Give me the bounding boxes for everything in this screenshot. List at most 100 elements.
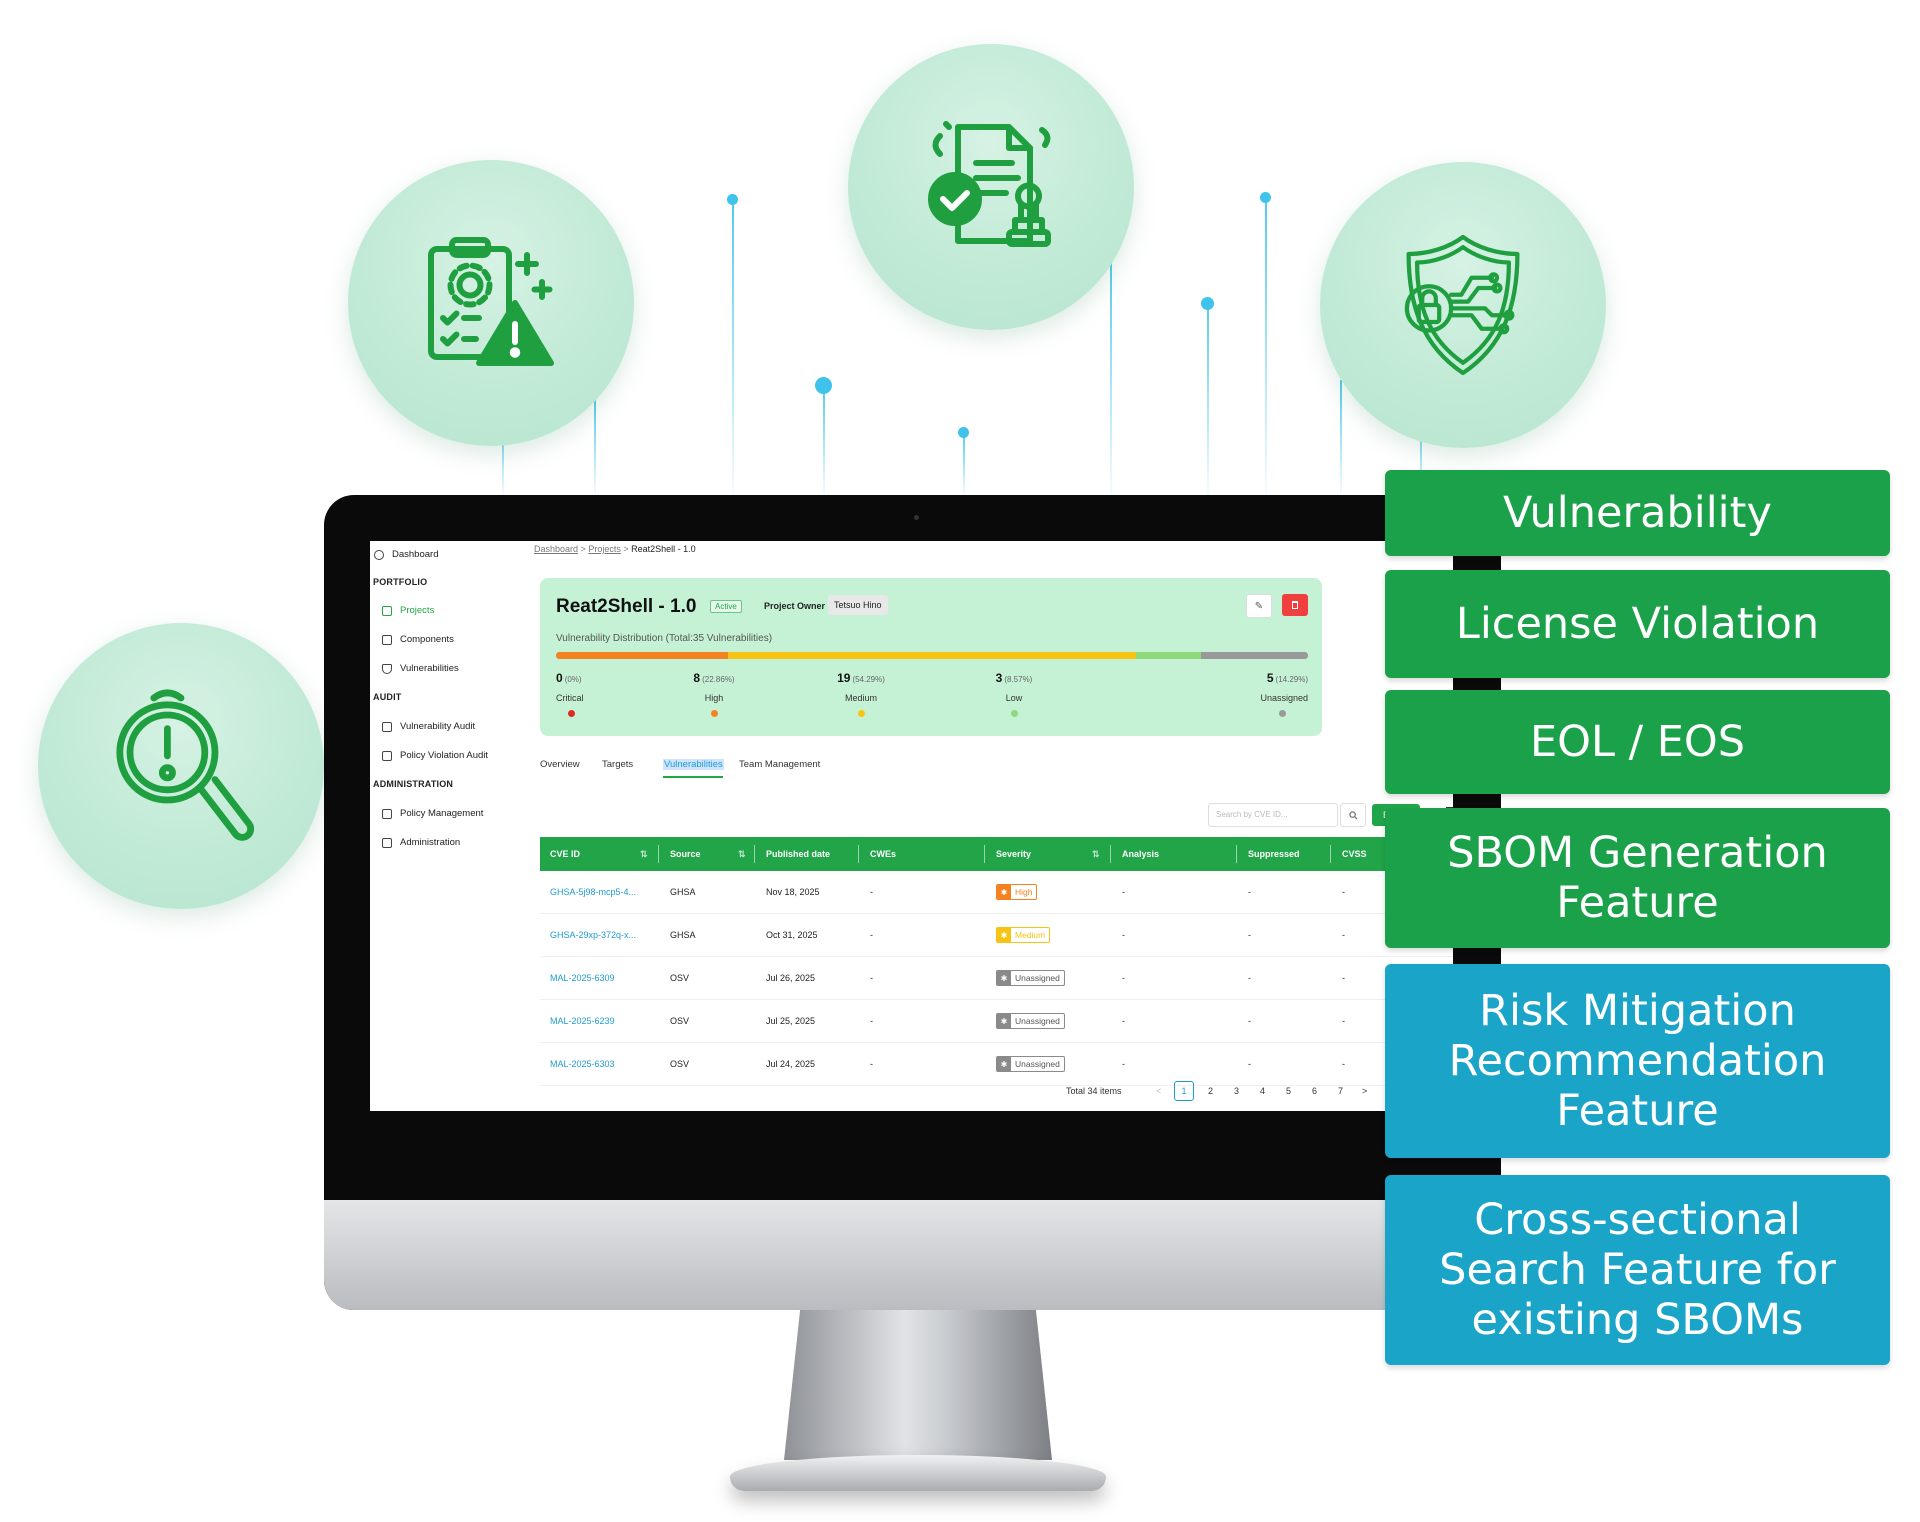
- stat-percent: (0%): [564, 675, 582, 684]
- analysis-cell: -: [1122, 930, 1125, 940]
- app-screen: Dashboard PORTFOLIO Projects Components …: [370, 541, 1460, 1111]
- pagination-total: Total 34 items: [1066, 1086, 1122, 1096]
- stat-critical: 0(0%) Critical: [556, 671, 676, 717]
- sort-icon[interactable]: ⇅: [640, 849, 648, 859]
- bug-icon: ✱: [997, 885, 1011, 899]
- sidebar-item-policy-violation-audit[interactable]: Policy Violation Audit: [382, 750, 488, 761]
- connector-line: [963, 432, 965, 495]
- stat-dot: [710, 710, 718, 717]
- edit-button[interactable]: ✎: [1246, 594, 1272, 618]
- sidebar-item-label: Vulnerability Audit: [400, 721, 476, 732]
- suppressed-cell: -: [1248, 1016, 1251, 1026]
- stat-percent: (14.29%): [1275, 675, 1308, 684]
- connector-dot: [727, 194, 738, 205]
- delete-button[interactable]: [1282, 594, 1308, 616]
- pagination-page[interactable]: 2: [1208, 1086, 1214, 1096]
- sidebar-item-policy-management[interactable]: Policy Management: [382, 808, 483, 819]
- sidebar-item-administration[interactable]: Administration: [382, 837, 460, 848]
- cve-id-link[interactable]: MAL-2025-6309: [550, 973, 615, 983]
- bug-icon: ✱: [997, 1057, 1011, 1071]
- breadcrumb-projects[interactable]: Projects: [588, 544, 621, 554]
- pagination-page[interactable]: 6: [1312, 1086, 1318, 1096]
- shield-lock-circuit-icon: [1404, 234, 1520, 376]
- sort-icon[interactable]: ⇅: [738, 849, 746, 859]
- stat-label: Medium: [844, 693, 877, 703]
- cve-id-link[interactable]: GHSA-29xp-372q-x...: [550, 930, 637, 940]
- cve-id-link[interactable]: GHSA-5j98-mcp5-4...: [550, 887, 637, 897]
- cvss-cell: -: [1342, 1059, 1345, 1069]
- search-icon: [1348, 810, 1358, 820]
- feature-eol-eos: EOL / EOS: [1385, 690, 1890, 794]
- tab-team-management[interactable]: Team Management: [739, 759, 821, 770]
- connector-dot: [1260, 192, 1271, 203]
- sidebar-item-projects[interactable]: Projects: [382, 605, 434, 616]
- connector-dot: [815, 377, 832, 394]
- column-header-cvss[interactable]: CVSS: [1342, 849, 1367, 859]
- stat-label: Critical: [556, 693, 584, 703]
- cve-id-link[interactable]: MAL-2025-6239: [550, 1016, 615, 1026]
- active-tab-indicator: [663, 776, 723, 778]
- pagination-next[interactable]: >: [1362, 1086, 1368, 1096]
- sidebar-item-vulnerabilities[interactable]: Vulnerabilities: [382, 663, 459, 674]
- stat-count: 3: [995, 671, 1003, 685]
- stat-medium: 19(54.29%) Medium: [828, 671, 894, 717]
- sidebar-section-audit: AUDIT: [373, 692, 402, 702]
- tab-vulnerabilities[interactable]: Vulnerabilities: [663, 759, 724, 770]
- sidebar-item-vulnerability-audit[interactable]: Vulnerability Audit: [382, 721, 475, 732]
- source-cell: OSV: [670, 1016, 690, 1026]
- sidebar-item-label: Vulnerabilities: [400, 663, 459, 674]
- pagination-page-current[interactable]: 1: [1174, 1081, 1194, 1101]
- column-header-source[interactable]: Source: [670, 849, 701, 859]
- sidebar-item-label: Administration: [400, 837, 461, 848]
- bug-icon: ✱: [997, 971, 1011, 985]
- stat-percent: (8.57%): [1004, 675, 1033, 684]
- column-header-suppressed[interactable]: Suppressed: [1248, 849, 1300, 859]
- document-stamp-check-icon: [928, 121, 1051, 247]
- source-cell: OSV: [670, 973, 690, 983]
- column-header-cwes[interactable]: CWEs: [870, 849, 897, 859]
- column-header-cve-id[interactable]: CVE ID: [550, 849, 581, 859]
- stat-percent: (22.86%): [702, 675, 735, 684]
- severity-badge: ✱Medium: [996, 927, 1051, 943]
- connector-dot: [958, 427, 969, 438]
- pagination-page[interactable]: 7: [1338, 1086, 1344, 1096]
- stat-label: High: [704, 693, 724, 703]
- severity-label: Unassigned: [1015, 1016, 1060, 1026]
- feature-cross-sectional-search: Cross-sectional Search Feature for exist…: [1385, 1175, 1890, 1365]
- analysis-cell: -: [1122, 1059, 1125, 1069]
- search-input[interactable]: Search by CVE ID...: [1208, 803, 1338, 827]
- breadcrumb-dashboard[interactable]: Dashboard: [534, 544, 579, 554]
- pagination-page[interactable]: 4: [1260, 1086, 1266, 1096]
- breadcrumb-current: Reat2Shell - 1.0: [631, 544, 696, 554]
- column-header-published-date[interactable]: Published date: [766, 849, 831, 859]
- column-header-severity[interactable]: Severity: [996, 849, 1032, 859]
- sidebar: Dashboard PORTFOLIO Projects Components …: [370, 541, 520, 1111]
- sort-icon[interactable]: ⇅: [1092, 849, 1100, 859]
- document-stamp-bubble: [848, 44, 1134, 330]
- tab-targets[interactable]: Targets: [602, 759, 634, 770]
- sidebar-item-dashboard[interactable]: Dashboard: [374, 549, 438, 560]
- source-cell: GHSA: [670, 930, 696, 940]
- sidebar-section-portfolio: PORTFOLIO: [373, 577, 428, 587]
- shield-lock-bubble: [1320, 162, 1606, 448]
- stat-count: 8: [693, 671, 701, 685]
- column-header-analysis[interactable]: Analysis: [1122, 849, 1160, 859]
- connector-line: [502, 420, 504, 495]
- tab-overview[interactable]: Overview: [540, 759, 580, 770]
- pagination-page[interactable]: 3: [1234, 1086, 1240, 1096]
- cve-id-link[interactable]: MAL-2025-6303: [550, 1059, 615, 1069]
- connector-line: [1110, 260, 1112, 495]
- pagination-prev[interactable]: <: [1156, 1086, 1162, 1096]
- severity-label: Unassigned: [1015, 1059, 1060, 1069]
- pagination-page[interactable]: 5: [1286, 1086, 1292, 1096]
- stat-unassigned: 5(14.29%) Unassigned: [1236, 671, 1308, 717]
- sidebar-item-components[interactable]: Components: [382, 634, 454, 645]
- document-icon: [382, 808, 392, 819]
- distribution-segment-high: [556, 652, 728, 659]
- search-button[interactable]: [1340, 803, 1366, 827]
